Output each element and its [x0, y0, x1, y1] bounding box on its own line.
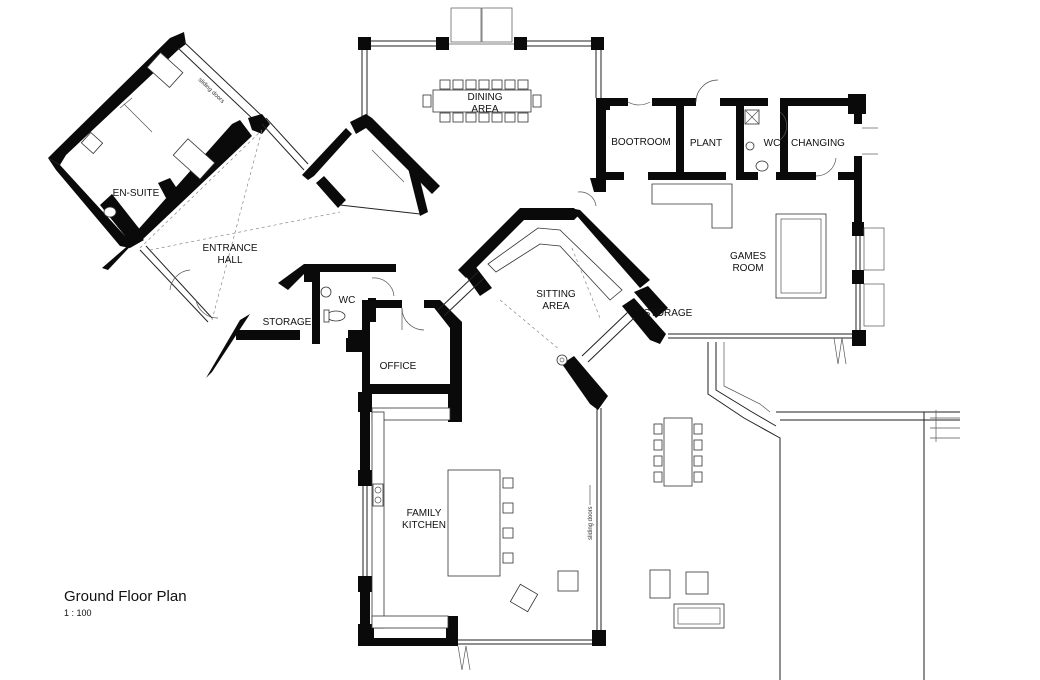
- ensuite-block: [48, 32, 263, 248]
- terrace-chair: [693, 439, 703, 451]
- chair: [491, 112, 503, 123]
- room-labels: DINING AREA BOOTROOM PLANT WC CHANGING E…: [113, 77, 845, 540]
- dining-doors: [449, 7, 514, 45]
- label-kitchen-2: KITCHEN: [402, 520, 446, 531]
- label-dining-2: AREA: [471, 104, 499, 115]
- label-plant: PLANT: [690, 138, 722, 149]
- label-entrance-1: ENTRANCE: [202, 243, 257, 254]
- dining-area-walls: [358, 37, 604, 118]
- label-games-2: ROOM: [732, 263, 763, 274]
- terrace-chair: [693, 471, 703, 483]
- plan-title: Ground Floor Plan: [64, 588, 187, 605]
- chair: [504, 112, 516, 123]
- label-kitchen-1: FAMILY: [407, 508, 442, 519]
- label-entrance-2: HALL: [217, 255, 242, 266]
- terrace-chair: [653, 471, 663, 483]
- chair: [491, 79, 503, 90]
- chair: [517, 79, 529, 90]
- label-storage-right: STORAGE: [644, 308, 693, 319]
- chair: [439, 112, 451, 123]
- label-wc-lower: WC: [339, 295, 356, 306]
- label-changing: CHANGING: [791, 138, 845, 149]
- label-dining-1: DINING: [468, 92, 503, 103]
- plan-scale: 1 : 100: [64, 608, 92, 618]
- games-room-walls: [577, 183, 885, 365]
- chair: [439, 79, 451, 90]
- label-wc-upper: WC: [764, 138, 781, 149]
- note-sliding-doors-kitchen: sliding doors: [588, 506, 594, 540]
- terrace-chair: [693, 455, 703, 467]
- stair-block: [302, 114, 440, 216]
- terrace-chair: [653, 439, 663, 451]
- label-office: OFFICE: [380, 361, 417, 372]
- kitchen-walls: [358, 392, 606, 671]
- note-sliding-doors-upper: sliding doors: [197, 77, 225, 105]
- terrace-chair: [693, 423, 703, 435]
- terrace-chair: [653, 455, 663, 467]
- sitting-area-walls: [437, 208, 668, 410]
- label-ensuite: EN-SUITE: [113, 188, 160, 199]
- office-walls: [362, 300, 462, 396]
- chair: [452, 79, 464, 90]
- label-sitting-1: SITTING: [536, 289, 576, 300]
- chair: [465, 79, 477, 90]
- terrace: [649, 342, 960, 680]
- label-storage-left: STORAGE: [263, 317, 312, 328]
- dining-table: [422, 79, 542, 123]
- chair: [478, 112, 490, 123]
- storage-wc-core: [236, 264, 396, 352]
- chair: [517, 112, 529, 123]
- terrace-chair: [653, 423, 663, 435]
- chair: [452, 112, 464, 123]
- label-sitting-2: AREA: [542, 301, 570, 312]
- chair: [478, 79, 490, 90]
- chair: [465, 112, 477, 123]
- title-block: Ground Floor Plan 1 : 100: [64, 588, 187, 618]
- utility-rooms: [590, 79, 878, 226]
- label-bootroom: BOOTROOM: [611, 137, 670, 148]
- label-games-1: GAMES: [730, 251, 766, 262]
- chair: [504, 79, 516, 90]
